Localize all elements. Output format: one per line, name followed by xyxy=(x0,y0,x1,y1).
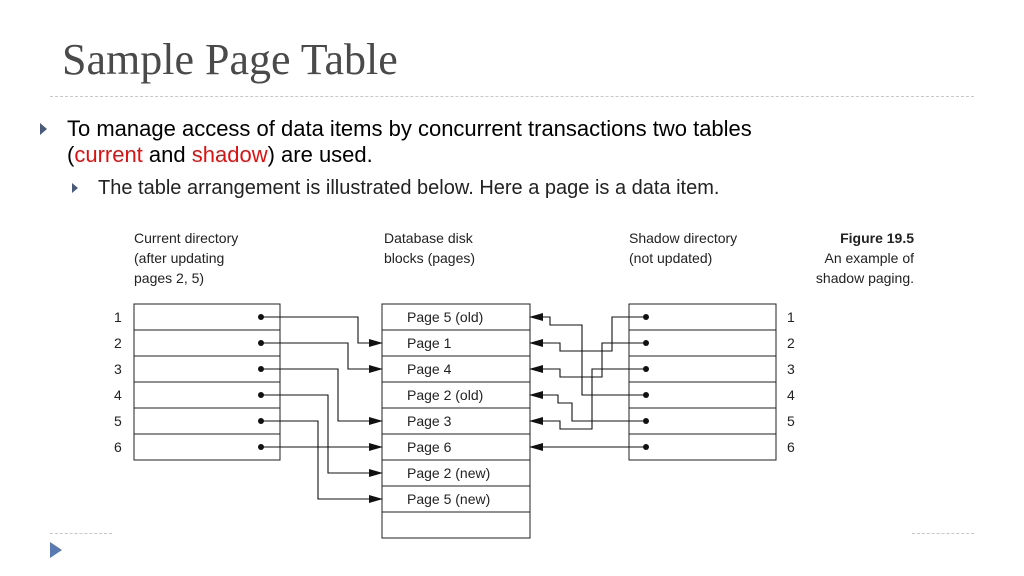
title-divider xyxy=(50,96,974,97)
shadow-row-number: 5 xyxy=(787,413,795,429)
open-paren: ( xyxy=(67,142,75,167)
shadow-directory-pointer xyxy=(529,313,646,396)
current-row-number: 5 xyxy=(114,413,122,429)
bullet-tail: ) are used. xyxy=(267,142,373,167)
disk-block-label: Page 3 xyxy=(407,413,452,429)
disk-block-label: Page 5 (new) xyxy=(407,491,490,507)
shadow-directory-label: Shadow directory xyxy=(629,230,737,246)
current-pointer-dot xyxy=(258,340,264,346)
shadow-pointer-dot xyxy=(643,366,649,372)
current-pointer-dot xyxy=(258,314,264,320)
current-directory-pointer xyxy=(261,420,383,503)
shadow-row-number: 3 xyxy=(787,361,795,377)
shadow-row-number: 2 xyxy=(787,335,795,351)
current-directory-label: Current directory xyxy=(134,230,238,246)
bullet-text: To manage access of data items by concur… xyxy=(67,116,980,168)
current-directory-pointer xyxy=(261,368,383,425)
disk-block-label: Page 6 xyxy=(407,439,452,455)
shadow-pointer-dot xyxy=(643,314,649,320)
disk-block-label: Page 5 (old) xyxy=(407,309,483,325)
disk-block-label: Page 1 xyxy=(407,335,452,351)
footer-divider-right xyxy=(912,533,974,534)
slide-nav-arrow-icon xyxy=(50,542,62,558)
word-and: and xyxy=(142,142,192,167)
current-row-number: 4 xyxy=(114,387,122,403)
current-row-number: 1 xyxy=(114,309,122,325)
current-directory-label: (after updating xyxy=(134,250,224,266)
shadow-directory-pointer xyxy=(529,342,646,378)
disk-block-label: Page 4 xyxy=(407,361,452,377)
shadow-pointer-dot xyxy=(643,392,649,398)
current-directory-pointer xyxy=(261,316,383,347)
sub-bullet-arrow-icon xyxy=(72,183,78,193)
current-directory-pointer xyxy=(261,394,383,477)
bullet-level-1: To manage access of data items by concur… xyxy=(40,116,980,168)
figure-caption-text: An example of xyxy=(825,250,915,266)
current-directory-pointer xyxy=(261,342,383,373)
shadow-directory-pointer xyxy=(529,391,646,422)
current-row-number: 6 xyxy=(114,439,122,455)
shadow-row-number: 1 xyxy=(787,309,795,325)
slide-title: Sample Page Table xyxy=(62,35,398,84)
shadow-directory-pointer xyxy=(529,368,646,430)
current-pointer-dot xyxy=(258,418,264,424)
disk-blocks-label: Database disk xyxy=(384,230,474,246)
term-current: current xyxy=(74,142,143,167)
term-shadow: shadow xyxy=(191,142,268,167)
figure-caption-title: Figure 19.5 xyxy=(840,230,914,246)
disk-block-label: Page 2 (new) xyxy=(407,465,490,481)
figure-caption-text: shadow paging. xyxy=(816,270,914,286)
shadow-pointer-dot xyxy=(643,444,649,450)
bullet-arrow-icon xyxy=(40,123,47,135)
shadow-directory-pointer xyxy=(529,316,646,352)
shadow-row-number: 6 xyxy=(787,439,795,455)
current-pointer-dot xyxy=(258,444,264,450)
bullet-level-2: The table arrangement is illustrated bel… xyxy=(72,176,972,200)
shadow-row-number: 4 xyxy=(787,387,795,403)
current-row-number: 3 xyxy=(114,361,122,377)
shadow-directory-label: (not updated) xyxy=(629,250,712,266)
bullet-line-1: To manage access of data items by concur… xyxy=(67,116,752,141)
current-pointer-dot xyxy=(258,366,264,372)
disk-block-label: Page 2 (old) xyxy=(407,387,483,403)
shadow-pointer-dot xyxy=(643,418,649,424)
current-directory-label: pages 2, 5) xyxy=(134,270,204,286)
sub-bullet-text: The table arrangement is illustrated bel… xyxy=(98,177,720,199)
current-pointer-dot xyxy=(258,392,264,398)
shadow-pointer-dot xyxy=(643,340,649,346)
current-row-number: 2 xyxy=(114,335,122,351)
footer-divider-left xyxy=(50,533,112,534)
disk-blocks-label: blocks (pages) xyxy=(384,250,475,266)
